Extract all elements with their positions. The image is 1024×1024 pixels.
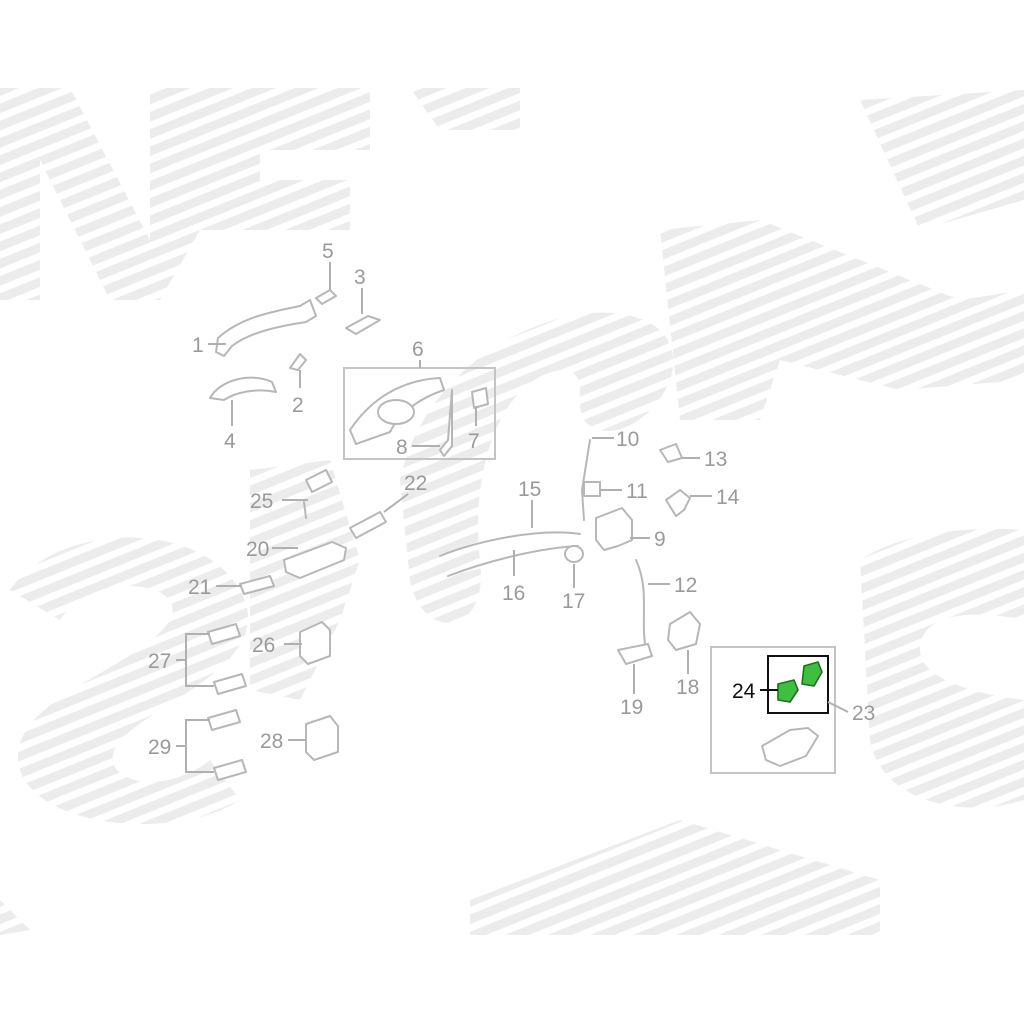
group-23-frame bbox=[710, 646, 836, 774]
callout-6: 6 bbox=[412, 338, 424, 361]
callout-5: 5 bbox=[322, 240, 334, 263]
callout-8: 8 bbox=[396, 436, 408, 459]
callout-1: 1 bbox=[192, 334, 204, 357]
callout-16: 16 bbox=[502, 582, 525, 605]
callout-27: 27 bbox=[148, 650, 171, 673]
callout-26: 26 bbox=[252, 634, 275, 657]
part-27-bolts bbox=[207, 623, 247, 695]
part-7-clip bbox=[471, 387, 489, 409]
callout-7: 7 bbox=[468, 430, 480, 453]
callout-24: 24 bbox=[732, 680, 756, 703]
callout-12: 12 bbox=[674, 574, 697, 597]
part-28-hinge bbox=[305, 715, 339, 761]
part-19-striker bbox=[617, 643, 653, 665]
part-14-bracket bbox=[665, 489, 691, 517]
callout-22: 22 bbox=[404, 472, 427, 495]
part-8-rod bbox=[439, 389, 453, 457]
part-21-bolt bbox=[239, 575, 275, 595]
callout-17: 17 bbox=[562, 590, 585, 613]
part-24-clips bbox=[777, 661, 823, 703]
part-26-hinge bbox=[299, 621, 331, 665]
callout-19: 19 bbox=[620, 696, 643, 719]
callout-3: 3 bbox=[354, 266, 366, 289]
leader-lines bbox=[176, 262, 849, 773]
part-25-lock-cylinder bbox=[303, 469, 333, 519]
callout-14: 14 bbox=[716, 486, 740, 509]
part-10-rod bbox=[581, 439, 591, 521]
callout-18: 18 bbox=[676, 676, 699, 699]
part-17-grommet bbox=[564, 545, 584, 563]
part-1-outside-handle bbox=[215, 299, 317, 357]
part-6-handle-base bbox=[349, 377, 445, 445]
part-11-clip bbox=[583, 481, 601, 497]
part-9-door-latch bbox=[595, 507, 633, 551]
group-24-frame bbox=[767, 655, 829, 714]
callout-23: 23 bbox=[852, 702, 875, 725]
part-20-hinge bbox=[283, 541, 347, 579]
callouts: 1 2 3 4 5 6 7 8 9 10 11 12 13 14 15 16 1… bbox=[148, 240, 875, 759]
part-12-rod bbox=[635, 559, 647, 651]
callout-4: 4 bbox=[224, 430, 236, 453]
part-22-bolt bbox=[349, 511, 387, 539]
part-29-bolts bbox=[207, 709, 247, 781]
callout-29: 29 bbox=[148, 736, 171, 759]
part-5-pad bbox=[315, 289, 337, 305]
callout-25: 25 bbox=[250, 490, 273, 513]
callout-2: 2 bbox=[292, 394, 304, 417]
callout-21: 21 bbox=[188, 576, 211, 599]
callout-11: 11 bbox=[626, 480, 648, 503]
callout-9: 9 bbox=[654, 528, 666, 551]
part-13-bumper bbox=[659, 443, 683, 463]
part-18-plate bbox=[667, 611, 701, 651]
part-23-bracket bbox=[761, 727, 819, 767]
part-3-cap bbox=[345, 315, 381, 335]
part-2-spring-clip bbox=[289, 353, 307, 371]
callout-10: 10 bbox=[616, 428, 639, 451]
callout-13: 13 bbox=[704, 448, 727, 471]
part-4-gasket bbox=[209, 376, 277, 401]
part-15-cable bbox=[439, 531, 581, 557]
callout-15: 15 bbox=[518, 478, 541, 501]
callout-20: 20 bbox=[246, 538, 269, 561]
watermark bbox=[0, 88, 1024, 935]
callout-28: 28 bbox=[260, 730, 283, 753]
